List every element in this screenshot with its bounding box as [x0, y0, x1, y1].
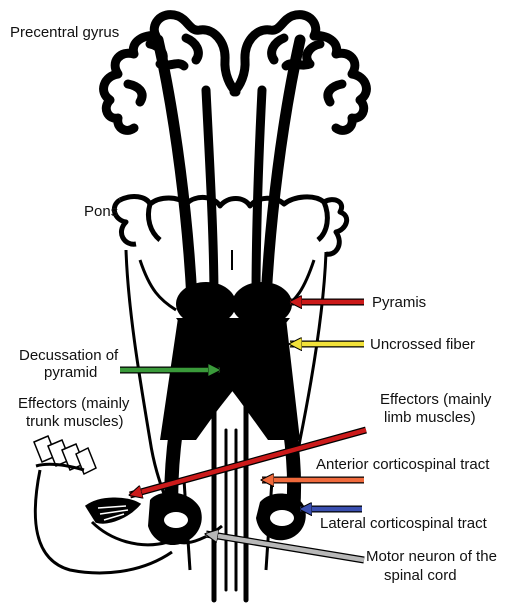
label-lateral-tract: Lateral corticospinal tract	[320, 515, 488, 532]
pons-outline	[114, 197, 346, 270]
label-uncrossed-fiber: Uncrossed fiber	[370, 336, 475, 353]
label-effectors-limb-line1: Effectors (mainly	[380, 391, 492, 408]
label-pyramis: Pyramis	[372, 294, 426, 311]
limb-muscle-effector-icon	[86, 498, 140, 523]
label-effectors-trunk-line2: trunk muscles)	[26, 413, 124, 430]
decussation-of-pyramid-shape	[160, 318, 300, 440]
label-effectors-limb-line2: limb muscles)	[384, 409, 476, 426]
trunk-muscle-effector-icon	[34, 436, 96, 474]
precentral-gyrus-right	[234, 15, 366, 131]
label-pons: Pons	[84, 203, 118, 220]
label-precentral-gyrus: Precentral gyrus	[10, 24, 119, 41]
label-decussation-line1: Decussation of	[19, 347, 119, 364]
label-effectors-trunk-line1: Effectors (mainly	[18, 395, 130, 412]
label-decussation-line2: pyramid	[44, 364, 97, 381]
label-motor-neuron-line1: Motor neuron of the	[366, 548, 497, 565]
label-anterior-tract: Anterior corticospinal tract	[316, 456, 490, 473]
label-motor-neuron-line2: spinal cord	[384, 567, 457, 584]
